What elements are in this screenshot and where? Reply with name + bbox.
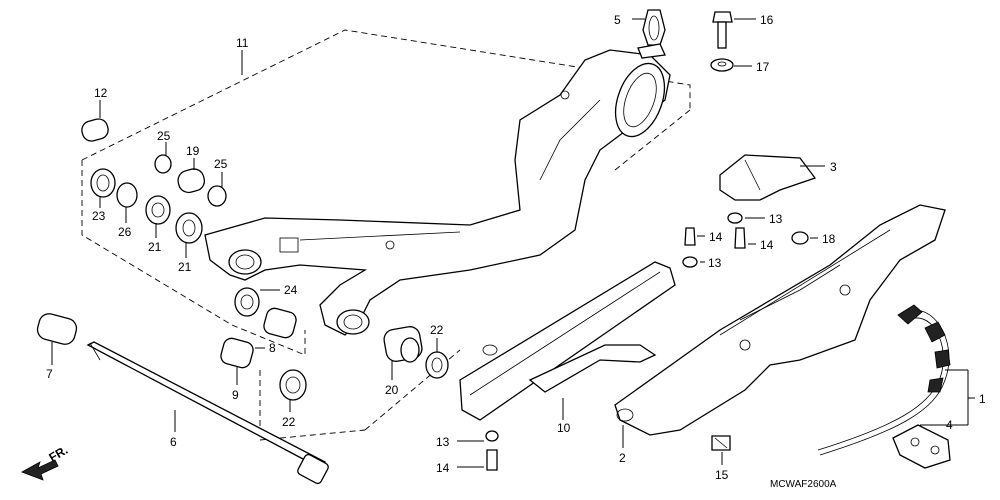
callout-1: 1: [979, 392, 986, 406]
callout-12: 12: [94, 86, 108, 100]
callout-26: 26: [118, 225, 132, 239]
callout-22-left: 22: [282, 415, 296, 429]
callout-5: 5: [614, 13, 621, 27]
front-direction-arrow: FR.: [21, 443, 71, 481]
pivot-bearing-parts: [81, 118, 260, 317]
right-pivot-bearing: [383, 326, 449, 379]
callout-9: 9: [232, 388, 239, 402]
callout-17: 17: [756, 60, 770, 74]
top-small-parts: [637, 9, 817, 201]
callout-4: 4: [946, 418, 953, 432]
callout-24: 24: [284, 283, 298, 297]
callout-numbers: 11 12 25 19 25 23 26 21 21 24 7 8 9 22 6…: [46, 13, 986, 482]
callout-14-right: 14: [760, 238, 774, 252]
assembly-boundary-lines: [81, 29, 691, 441]
fasteners: [485, 212, 809, 471]
chain-case: [614, 204, 946, 436]
callout-15: 15: [715, 468, 729, 482]
callout-25-left: 25: [157, 129, 171, 143]
callout-2: 2: [619, 451, 626, 465]
callout-13-bottom: 13: [436, 435, 450, 449]
callout-13-top: 13: [769, 212, 783, 226]
chain-slider: [459, 261, 676, 421]
callout-25-right: 25: [214, 157, 228, 171]
callout-14-left: 14: [709, 230, 723, 244]
swingarm-body: [204, 49, 671, 336]
callout-13-middle: 13: [708, 256, 722, 270]
callout-10: 10: [557, 421, 571, 435]
callout-leaders: [51, 18, 975, 468]
callout-21-right: 21: [178, 260, 192, 274]
drawing-code: MCWAF2600A: [770, 479, 837, 490]
callout-11: 11: [236, 36, 249, 50]
drive-chain: [817, 304, 951, 469]
pivot-spacers-and-bolt: [36, 307, 329, 485]
callout-21-left: 21: [148, 240, 162, 254]
callout-14-bottom: 14: [436, 461, 450, 475]
callout-23: 23: [92, 209, 106, 223]
callout-3: 3: [830, 160, 837, 174]
callout-7: 7: [46, 367, 53, 381]
callout-19: 19: [186, 144, 200, 158]
callout-16: 16: [760, 13, 774, 27]
callout-18: 18: [822, 232, 836, 246]
direction-label: FR.: [47, 443, 71, 465]
callout-6: 6: [170, 435, 177, 449]
callout-8: 8: [269, 341, 276, 355]
callout-20: 20: [385, 383, 399, 397]
callout-22-right: 22: [430, 323, 444, 337]
